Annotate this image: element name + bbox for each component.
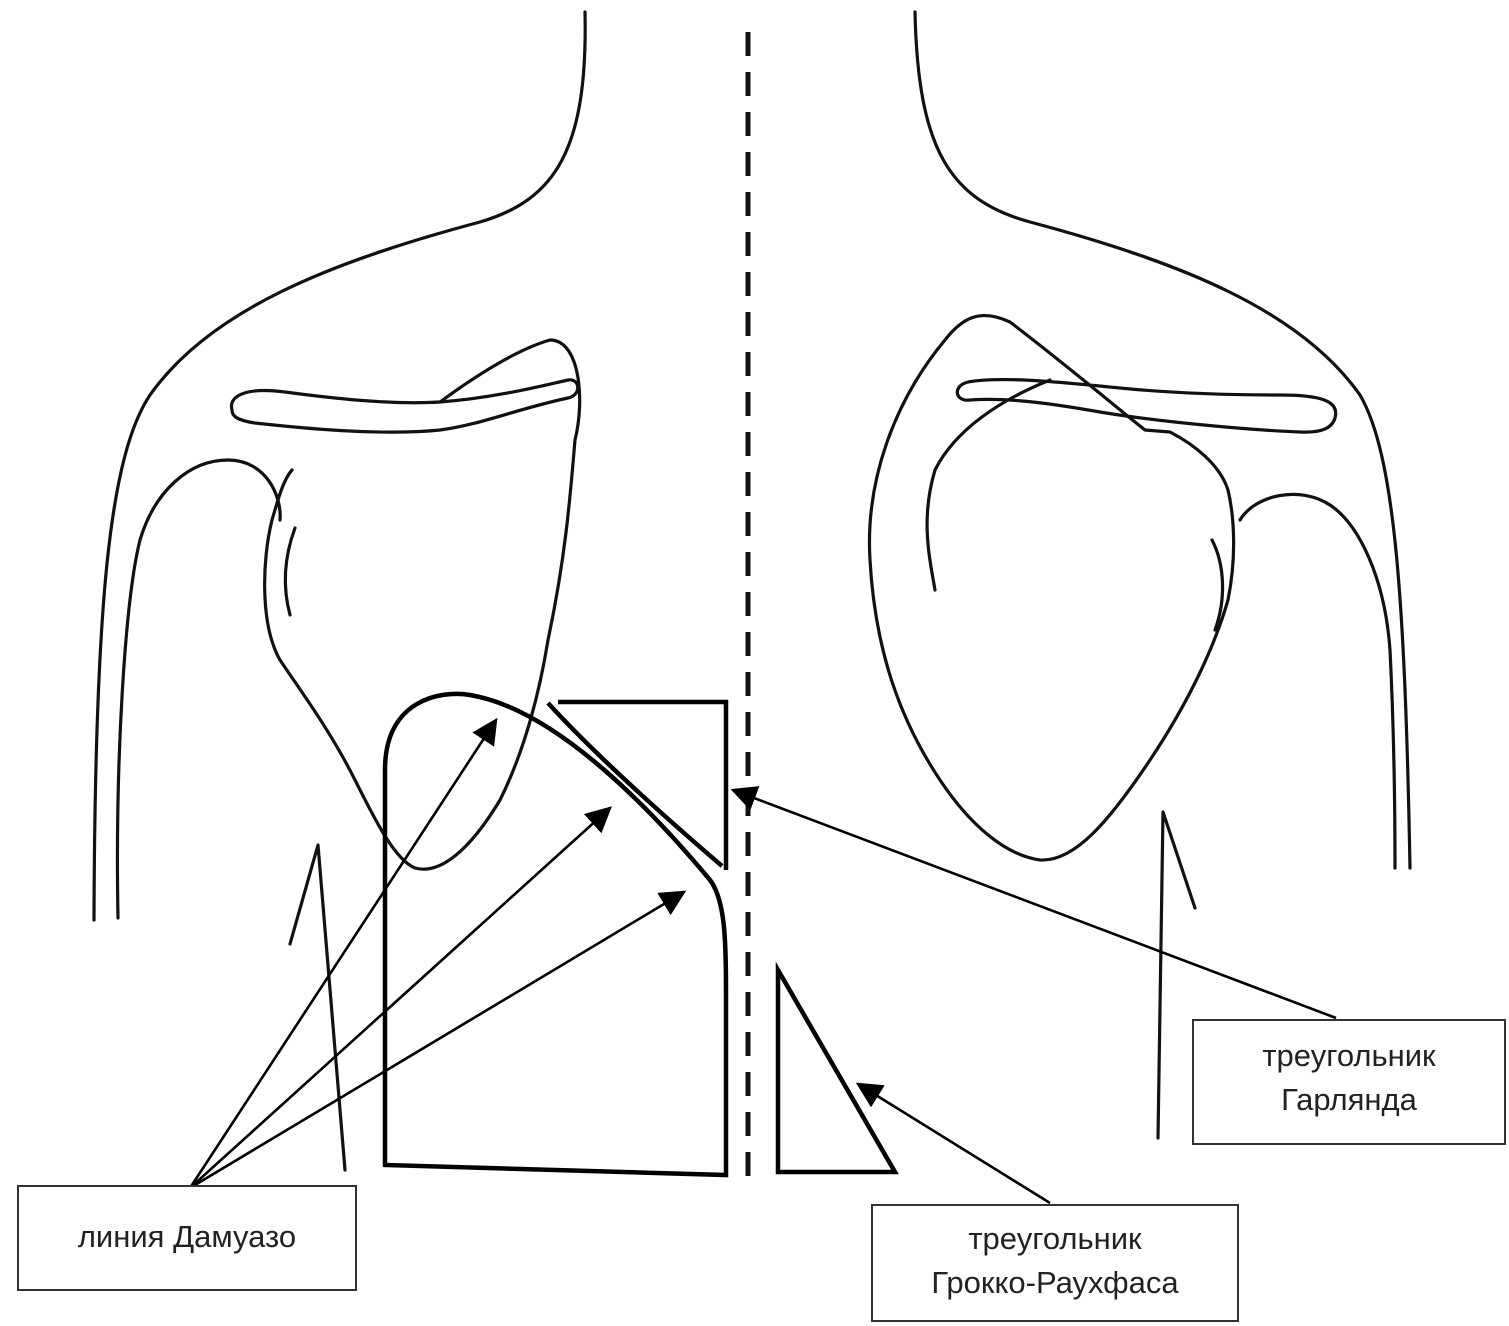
grocco-rauchfuss-label-line1: треугольник [968,1221,1142,1256]
garland-label-line1: треугольник [1262,1038,1436,1073]
damoiseau-label-text: линия Дамуазо [78,1219,296,1254]
right-scapula [869,316,1233,861]
effusion-outline [385,694,726,1175]
grocco-rauchfuss-label-line2: Грокко-Раухфаса [931,1265,1179,1300]
right-glenoid-line [1212,540,1223,630]
grocco-rauchfuss-triangle [778,970,895,1172]
grocco-rauchfuss-label: треугольник Грокко-Раухфаса [872,1205,1238,1321]
left-humerus-head [117,460,280,918]
garland-label-line2: Гарлянда [1281,1082,1418,1117]
left-inner-rib [290,845,345,1170]
grocco-rauchfuss-pointer [858,1084,1050,1203]
garland-label: треугольник Гарлянда [1193,1020,1505,1144]
right-inner-rib [1158,812,1195,1138]
right-clavicle [957,380,1335,433]
left-glenoid-line [285,528,295,615]
right-humerus-head [1240,494,1395,868]
damoiseau-pointer-3 [190,892,684,1188]
damoiseau-pointers [190,720,684,1188]
damoiseau-label: линия Дамуазо [18,1186,356,1290]
right-scapula-inner [927,380,1050,590]
right-shoulder-anatomy [869,316,1395,1138]
left-scapula [265,340,580,869]
neck-shoulder-left [94,12,585,920]
left-clavicle [231,380,577,432]
garland-pointer [733,790,1336,1018]
